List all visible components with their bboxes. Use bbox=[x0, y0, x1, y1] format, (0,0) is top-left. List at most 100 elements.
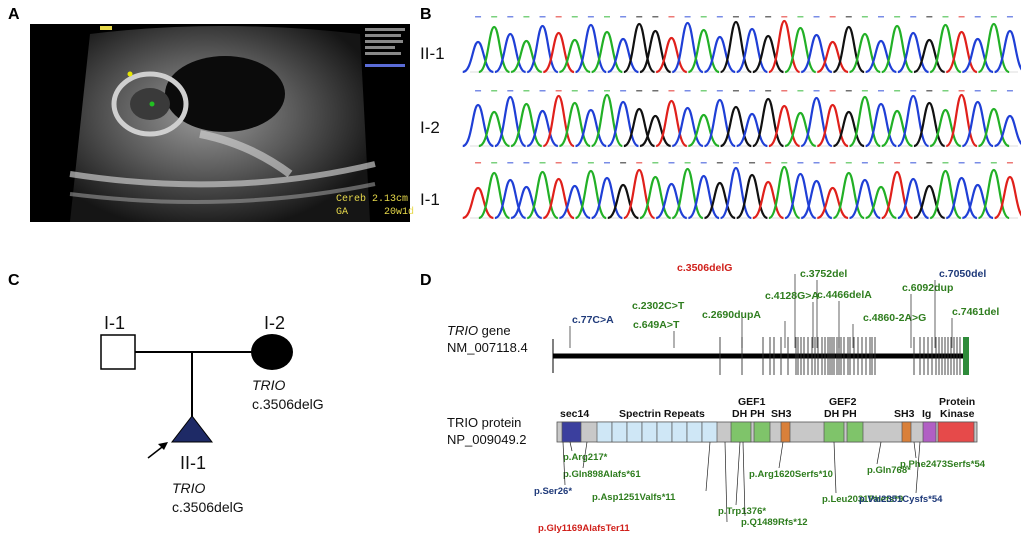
chromatogram-peak bbox=[703, 98, 736, 148]
chromatogram-peak bbox=[494, 178, 527, 220]
chromatogram-peak bbox=[768, 19, 801, 74]
domain-sh3-2 bbox=[901, 421, 912, 443]
base-call-tick bbox=[958, 90, 965, 92]
chromatogram-peak bbox=[462, 40, 494, 74]
protein-variant-label: p.Q1489Rfs*12 bbox=[741, 517, 808, 528]
base-call-tick bbox=[765, 90, 772, 92]
base-call-tick bbox=[749, 162, 756, 164]
chromatogram-peak bbox=[768, 104, 801, 148]
base-call-tick bbox=[555, 162, 562, 164]
chromatogram-peak bbox=[494, 32, 527, 74]
protein-variant-leader bbox=[915, 441, 921, 494]
protein-variant-leader bbox=[569, 441, 573, 452]
base-call-tick bbox=[587, 90, 594, 92]
chromatogram-peak bbox=[978, 107, 1010, 148]
base-call-tick bbox=[604, 90, 610, 92]
gene-variant-label: c.7050del bbox=[939, 268, 986, 280]
base-call-tick bbox=[942, 162, 949, 164]
chromatogram-peak bbox=[768, 165, 801, 220]
domain-label-gef2_sub: DH PH bbox=[824, 408, 857, 420]
base-call-tick bbox=[845, 16, 852, 18]
base-call-tick bbox=[668, 16, 675, 18]
base-call-tick bbox=[781, 162, 788, 164]
base-call-tick bbox=[620, 16, 627, 18]
base-call-tick bbox=[974, 16, 981, 18]
pedigree-lines bbox=[100, 334, 293, 459]
pedigree-mother-circle bbox=[251, 334, 293, 370]
base-call-tick bbox=[732, 16, 739, 18]
pedigree-proband-triangle bbox=[170, 415, 214, 443]
base-call-tick bbox=[684, 162, 691, 164]
pedigree-proband-gene: TRIO bbox=[172, 480, 206, 496]
protein-variant-label: p.Arg1620Serfs*10 bbox=[749, 469, 833, 480]
protein-variant-leader bbox=[735, 441, 741, 506]
chromatogram-peak bbox=[687, 113, 720, 148]
domain-sh3-1 bbox=[780, 421, 791, 443]
base-call-tick bbox=[652, 16, 659, 18]
chromatogram-peak bbox=[881, 109, 913, 148]
chromatogram-peak bbox=[607, 37, 639, 74]
chromatogram-peak bbox=[510, 102, 543, 148]
base-call-tick bbox=[507, 90, 514, 92]
base-call-tick bbox=[781, 90, 788, 92]
ultrasound-scan-graphic bbox=[69, 26, 405, 222]
domain-label-gef2: GEF2 bbox=[829, 396, 857, 408]
base-call-tick bbox=[974, 90, 981, 92]
base-call-tick bbox=[652, 90, 659, 92]
protein-accession: NP_009049.2 bbox=[447, 432, 527, 447]
chromatogram-peak bbox=[720, 105, 752, 148]
protein-variant-label: p.Val2351Cysfs*54 bbox=[859, 494, 943, 505]
domain-gef1-ph bbox=[753, 421, 771, 443]
protein-variant-leader bbox=[705, 441, 711, 492]
base-call-tick bbox=[1006, 90, 1013, 92]
chromatogram-peak bbox=[832, 25, 865, 74]
base-call-tick bbox=[1006, 162, 1013, 164]
chromatogram-peak bbox=[897, 31, 930, 74]
pedigree-label-father: I-1 bbox=[104, 313, 126, 333]
base-call-tick bbox=[813, 16, 820, 18]
protein-variant-leader bbox=[778, 441, 784, 469]
gene-variant-label: c.77C>A bbox=[572, 314, 614, 326]
base-call-tick bbox=[684, 16, 691, 18]
chromatogram-peak bbox=[945, 93, 978, 148]
base-call-tick bbox=[878, 16, 884, 18]
chromatogram-peak bbox=[526, 24, 559, 74]
chromatogram-peak bbox=[687, 174, 720, 220]
chromatogram-peak bbox=[961, 37, 994, 74]
chromatogram-peak bbox=[639, 29, 672, 74]
chromatogram-peak bbox=[945, 176, 978, 220]
base-call-tick bbox=[636, 90, 643, 92]
base-call-tick bbox=[797, 16, 804, 18]
base-call-tick bbox=[507, 162, 514, 164]
domain-spectrin-repeat bbox=[626, 421, 643, 443]
chromatogram-peak bbox=[510, 185, 543, 220]
domain-label-spectrin: Spectrin Repeats bbox=[619, 408, 705, 420]
base-call-tick bbox=[990, 162, 997, 164]
gene-variant-label: c.4466delA bbox=[817, 289, 872, 301]
chromatogram-peak bbox=[558, 101, 591, 148]
domain-spectrin-repeat bbox=[641, 421, 658, 443]
chromatogram-peak bbox=[913, 101, 946, 148]
pedigree-label-proband: II-1 bbox=[180, 453, 207, 473]
base-call-tick bbox=[475, 16, 482, 18]
base-call-tick bbox=[555, 16, 562, 18]
base-call-tick bbox=[749, 16, 756, 18]
domain-sec14 bbox=[561, 421, 582, 443]
chromatogram-peak bbox=[736, 112, 768, 148]
chromatogram-peak bbox=[623, 168, 656, 220]
chromatogram-peak bbox=[559, 184, 591, 220]
chromatogram-peak bbox=[881, 24, 913, 74]
domain-label-kinase2: Kinase bbox=[940, 408, 975, 420]
base-call-tick bbox=[620, 90, 627, 92]
chromatogram-trace-i2 bbox=[462, 90, 1021, 148]
base-call-tick bbox=[942, 90, 949, 92]
base-call-tick bbox=[620, 162, 627, 164]
base-call-tick bbox=[813, 90, 820, 92]
chromatogram-peak bbox=[655, 99, 688, 148]
chromatogram-label-i1: I-1 bbox=[420, 190, 440, 209]
base-call-tick bbox=[668, 162, 675, 164]
base-call-tick bbox=[926, 162, 933, 164]
base-call-tick bbox=[910, 90, 917, 92]
protein-variant-leader bbox=[833, 441, 837, 494]
